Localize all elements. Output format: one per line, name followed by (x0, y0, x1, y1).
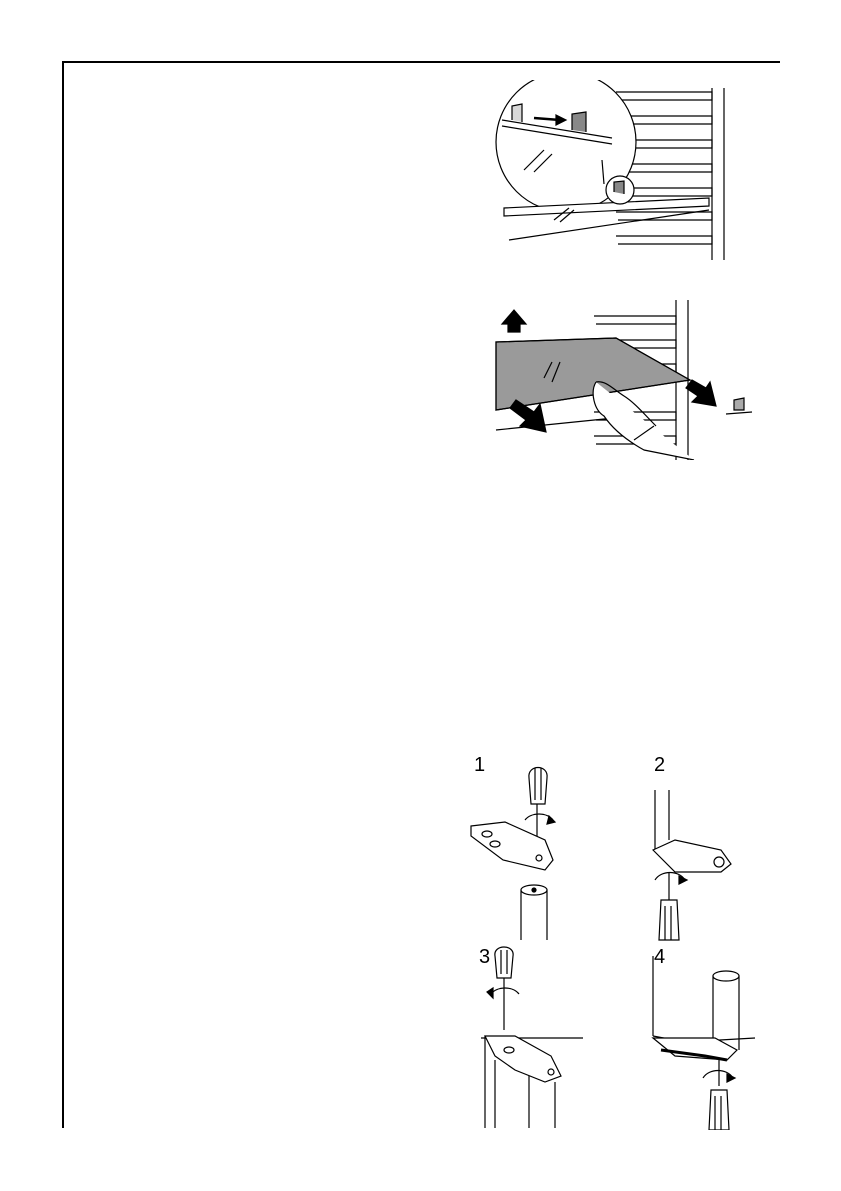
step-3-drawing (481, 947, 583, 1128)
screwdriver-icon (465, 760, 765, 1130)
step-4-drawing (653, 956, 755, 1130)
page-frame-top-rule (62, 61, 780, 63)
hinge-steps-figure (465, 760, 765, 1130)
hand-lift-shelf-icon (494, 300, 764, 460)
shelf-clip-figure (494, 80, 734, 265)
step-2-drawing (653, 790, 731, 940)
step-1-drawing (471, 768, 555, 941)
shelf-support-clip-icon (494, 80, 734, 265)
page-frame-left-rule (62, 61, 64, 1128)
shelf-removal-figure (494, 300, 764, 460)
